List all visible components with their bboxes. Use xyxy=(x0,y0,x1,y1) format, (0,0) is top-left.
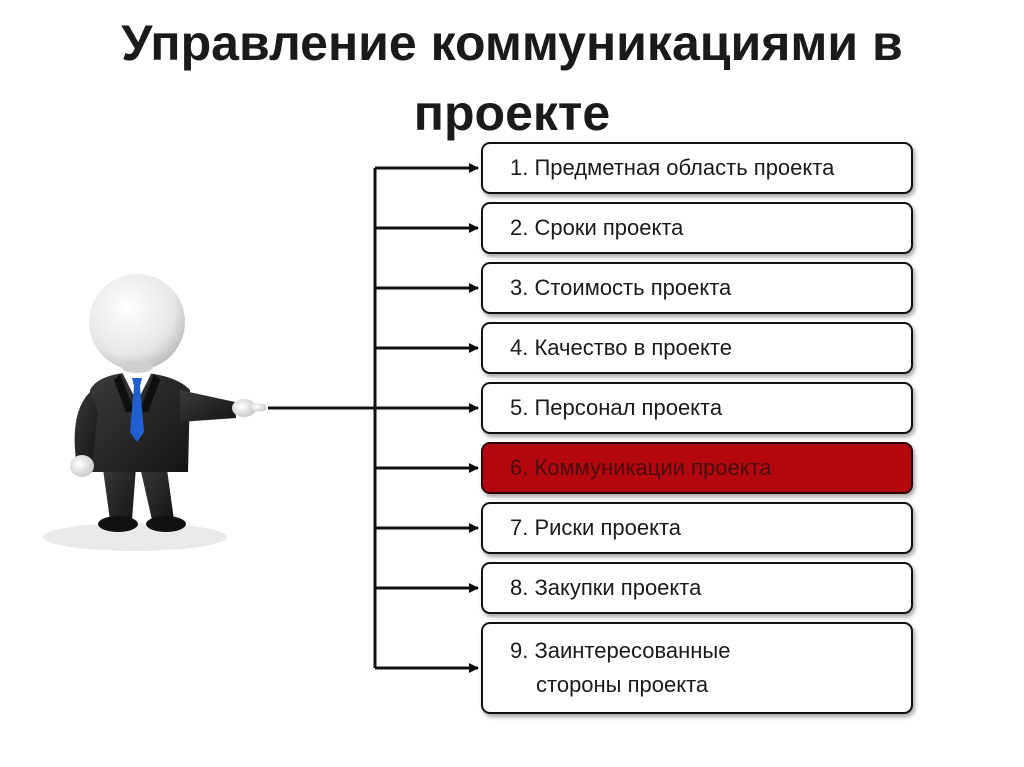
item-label: 2. Сроки проекта xyxy=(510,215,684,240)
list-item-scope: 1. Предметная область проекта xyxy=(481,142,913,194)
item-label: 7. Риски проекта xyxy=(510,515,682,540)
title-line-2: проекте xyxy=(413,85,611,141)
list-item-risks: 7. Риски проекта xyxy=(481,502,913,554)
item-label: 5. Персонал проекта xyxy=(510,395,723,420)
list-item-schedule: 2. Сроки проекта xyxy=(481,202,913,254)
businessman-pointing-icon xyxy=(43,274,267,551)
list-item-communications-highlighted: 6. Коммуникации проекта xyxy=(481,442,913,494)
item-label: 8. Закупки проекта xyxy=(510,575,702,600)
item-label: 4. Качество в проекте xyxy=(510,335,732,360)
item-label: 6. Коммуникации проекта xyxy=(510,455,772,480)
item-label-line-1: 9. Заинтересованные xyxy=(510,638,731,663)
list-item-procurement: 8. Закупки проекта xyxy=(481,562,913,614)
item-label: 1. Предметная область проекта xyxy=(510,155,835,180)
list-item-quality: 4. Качество в проекте xyxy=(481,322,913,374)
list-item-personnel: 5. Персонал проекта xyxy=(481,382,913,434)
title-line-1: Управление коммуникациями в xyxy=(121,15,903,71)
list-item-cost: 3. Стоимость проекта xyxy=(481,262,913,314)
list-item-stakeholders: 9. Заинтересованные стороны проекта xyxy=(481,622,913,714)
item-label-line-2: стороны проекта xyxy=(536,672,709,697)
page-title: Управление коммуникациями в проекте xyxy=(0,8,1024,148)
item-label: 3. Стоимость проекта xyxy=(510,275,732,300)
